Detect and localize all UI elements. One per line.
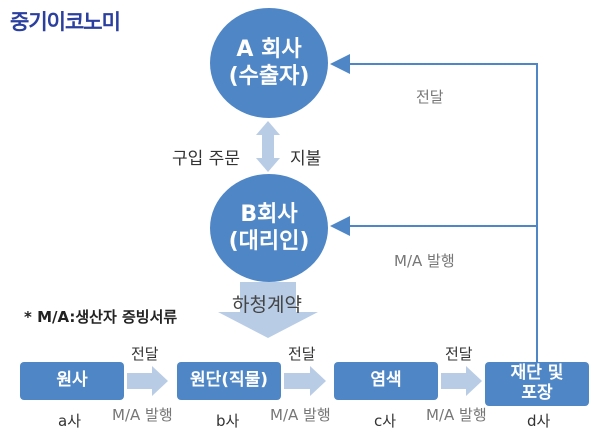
- step-arrow-top-label: 전달: [288, 345, 316, 363]
- company-b-name: B회사: [240, 201, 298, 227]
- process-step-label: 원사: [56, 370, 88, 391]
- ma-note: * M/A:생산자 증빙서류: [24, 308, 178, 326]
- process-step-label: 염색: [370, 370, 402, 391]
- step-arrow-bottom-label: M/A 발행: [112, 406, 173, 424]
- brand-logo: 중기이코노미: [10, 10, 121, 34]
- process-arrow-2: [284, 366, 326, 396]
- company-b-role: (대리인): [228, 229, 310, 254]
- company-label-c: c사: [374, 412, 397, 430]
- company-label-d: d사: [527, 412, 551, 430]
- process-step-cutting-packing: 재단 및 포장: [485, 362, 589, 406]
- process-step-yarn: 원사: [20, 362, 124, 400]
- process-step-label: 원단(직물): [189, 370, 269, 391]
- step-arrow-top-label: 전달: [131, 345, 159, 363]
- payment-label: 지불: [290, 149, 322, 169]
- process-step-fabric: 원단(직물): [177, 362, 281, 400]
- process-arrow-3: [441, 366, 482, 396]
- process-step-dyeing: 염색: [334, 362, 438, 400]
- company-label-a: a사: [58, 412, 81, 430]
- process-step-label-line2: 포장: [521, 383, 553, 403]
- deliver-line-to-a: [330, 54, 538, 364]
- step-arrow-bottom-label: M/A 발행: [270, 406, 331, 424]
- ma-issue-label: M/A 발행: [394, 252, 455, 270]
- company-b-node: B회사 (대리인): [210, 174, 328, 282]
- double-arrow-a-b: [256, 121, 280, 172]
- company-a-name: A 회사: [236, 36, 302, 62]
- company-a-role: (수출자): [228, 64, 310, 89]
- deliver-top-label: 전달: [416, 88, 444, 106]
- company-label-b: b사: [216, 412, 240, 430]
- company-a-node: A 회사 (수출자): [210, 8, 328, 118]
- process-arrow-1: [127, 366, 168, 396]
- purchase-order-label: 구입 주문: [172, 149, 240, 169]
- subcontract-arrow: [218, 282, 318, 338]
- step-arrow-top-label: 전달: [445, 345, 473, 363]
- step-arrow-bottom-label: M/A 발행: [426, 406, 487, 424]
- process-step-label-line1: 재단 및: [510, 363, 564, 384]
- subcontract-label: 하청계약: [232, 294, 302, 316]
